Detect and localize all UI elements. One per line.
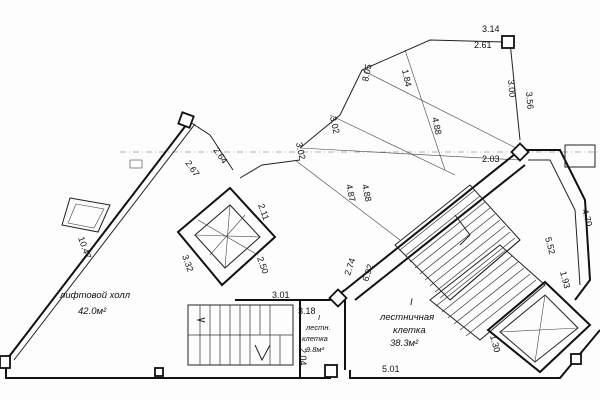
room-labels: лифтовой холл 42.0м² I лестничная клетка… [59, 290, 434, 354]
dim-10-47: 10.47 [76, 235, 93, 260]
small-stair [187, 300, 346, 378]
dim-2-04: 2.04 [298, 348, 308, 366]
dim-2-64: 2.64 [211, 145, 229, 165]
dim-2-50: 2.50 [255, 255, 270, 275]
dim-3-02-b: 3.02 [328, 115, 341, 134]
dimension-labels: 3.14 2.61 8.05 1.84 3.00 3.56 3.02 3.02 … [76, 24, 594, 374]
elevator-shaft-left [176, 186, 277, 287]
columns [0, 35, 582, 378]
lift-hall-name: лифтовой холл [59, 290, 131, 301]
dim-3-00: 3.00 [506, 79, 517, 97]
small-stair-number: I [318, 313, 320, 322]
niche [61, 159, 143, 233]
dim-8-05: 8.05 [360, 63, 373, 82]
dim-3-02-a: 3.02 [294, 141, 307, 160]
dim-3-01: 3.01 [272, 290, 290, 300]
dim-2-61: 2.61 [474, 40, 492, 50]
dim-5-01: 5.01 [382, 364, 400, 374]
dim-4-88-a: 4.88 [430, 116, 443, 135]
stair-name-line-2: клетка [393, 325, 426, 336]
dim-4-88-b: 4.88 [360, 183, 373, 202]
dim-4-87: 4.87 [344, 183, 357, 202]
small-stair-name-line-2: клетка [302, 334, 328, 343]
dim-1-30: 1.30 [488, 334, 502, 354]
dim-1-84: 1.84 [400, 68, 413, 87]
dim-3-18: 3.18 [298, 306, 316, 316]
stair-name-line-1: лестничная [379, 312, 434, 323]
dim-2-67: 2.67 [183, 158, 201, 178]
dim-6-92: 6.92 [360, 263, 375, 283]
interior-walls [189, 39, 596, 301]
dim-3-56: 3.56 [524, 91, 535, 109]
dim-2-03: 2.03 [482, 154, 500, 164]
dim-1-93: 1.93 [558, 270, 572, 290]
small-stair-name-line-1: лестн. [305, 323, 331, 332]
dim-5-52: 5.52 [543, 236, 557, 256]
elevator-shaft-right [486, 280, 592, 374]
dim-2-74: 2.74 [342, 257, 357, 277]
lift-hall-area: 42.0м² [78, 306, 107, 317]
small-stair-area: 9.8м² [306, 345, 325, 354]
stair-number: I [410, 297, 413, 308]
dim-4-70: 4.70 [580, 208, 594, 228]
stair-area: 38.3м² [390, 338, 419, 349]
main-stair [394, 184, 546, 341]
dim-3-14: 3.14 [482, 24, 500, 34]
dim-3-32: 3.32 [180, 253, 195, 273]
